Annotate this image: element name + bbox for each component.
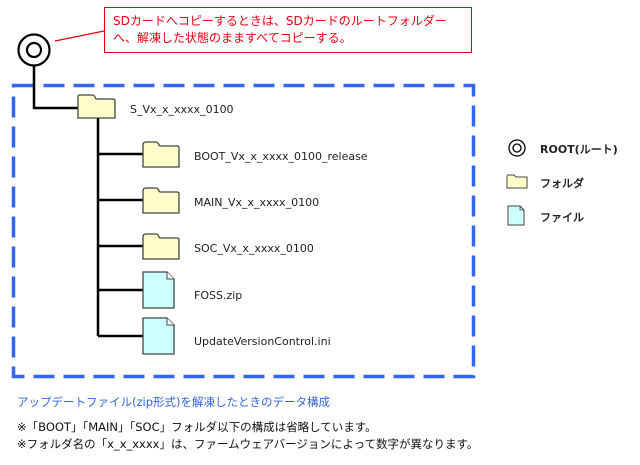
legend-root-circle-icon — [508, 139, 526, 157]
folder-icon — [77, 94, 116, 119]
callout-box: SDカードへコピーするときは、SDカードのルートフォルダー へ、解凍した状態のま… — [104, 7, 472, 53]
diagram-caption: アップデートファイル(zip形式)を解凍したときのデータ構成 — [17, 395, 331, 409]
legend-file-label: ファイル — [540, 211, 584, 224]
folder-icon — [142, 233, 180, 260]
file-icon — [142, 271, 175, 309]
tree-item-label: SOC_Vx_x_xxxx_0100 — [194, 242, 314, 255]
root-circle-icon — [17, 33, 51, 67]
note-1: ※「BOOT」「MAIN」「SOC」フォルダ以下の構成は省略しています。 — [17, 420, 377, 434]
tree-item-label: FOSS.zip — [194, 289, 243, 302]
tree-item-label: BOOT_Vx_x_xxxx_0100_release — [194, 150, 368, 163]
note-2: ※フォルダ名の「x_x_xxxx」は、ファームウェアバージョンによって数字が異な… — [17, 437, 479, 451]
file-icon — [142, 317, 175, 355]
legend-folder-icon — [506, 174, 528, 189]
callout-line-1: SDカードへコピーするときは、SDカードのルートフォルダー — [113, 14, 447, 28]
tree-item-label: MAIN_Vx_x_xxxx_0100 — [194, 196, 320, 209]
folder-icon — [142, 141, 180, 168]
legend-file-icon — [507, 205, 525, 226]
tree-connectors — [32, 66, 143, 338]
callout-connector-line — [54, 30, 105, 42]
legend-root-label: ROOT(ルート) — [540, 143, 618, 156]
callout-line-2: へ、解凍した状態のまますべてコピーする。 — [113, 31, 352, 45]
legend-folder-label: フォルダ — [540, 177, 584, 190]
folder-icon — [142, 187, 180, 214]
extracted-data-box — [11, 83, 476, 379]
tree-item-label: UpdateVersionControl.ini — [194, 335, 331, 348]
top-folder-label: S_Vx_x_xxxx_0100 — [130, 103, 234, 116]
